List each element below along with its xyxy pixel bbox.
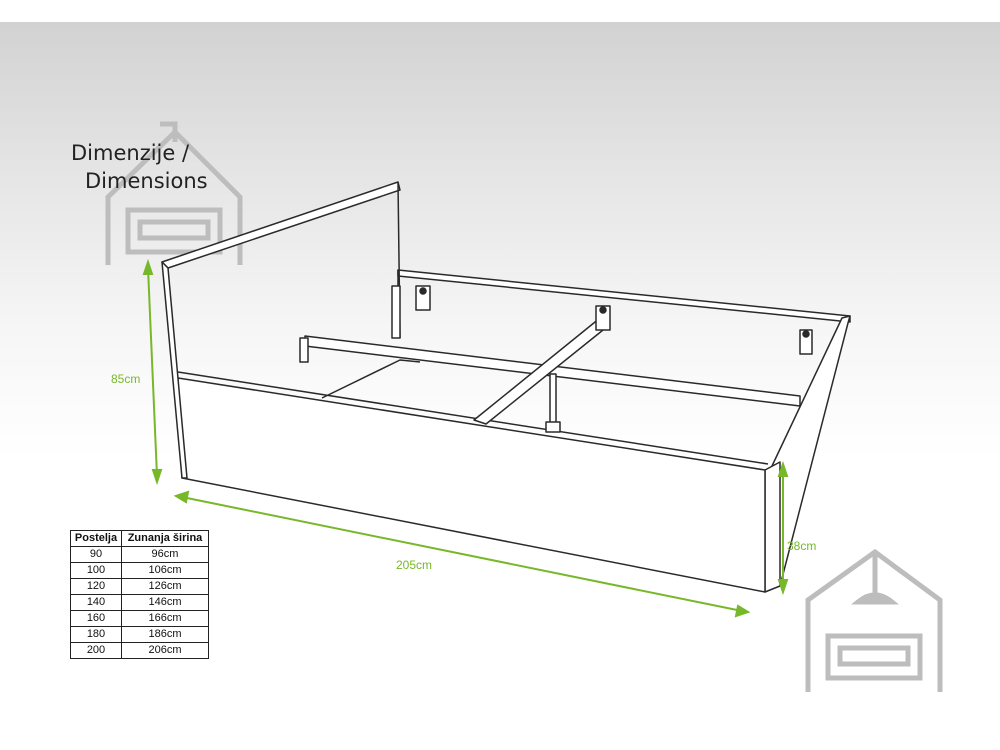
title-line-1: Dimenzije / (71, 141, 190, 165)
back-panel (397, 269, 851, 323)
bracket (299, 337, 309, 363)
dimension-label-side-height: 38cm (787, 539, 817, 553)
headboard-face (161, 261, 188, 479)
table-row: 180 186cm (70, 626, 209, 643)
table-header-cell: Postelja (70, 530, 122, 547)
table-cell: 160 (70, 610, 122, 627)
page-title: Dimenzije / Dimensions (71, 139, 208, 195)
table-cell: 120 (70, 578, 122, 595)
title-line-2: Dimensions (85, 169, 208, 193)
dimension-label-length: 205cm (396, 558, 433, 572)
table-header-row: Postelja Zunanja širina (70, 530, 209, 547)
dimension-lines (142, 258, 789, 618)
table-cell: 106cm (121, 562, 209, 579)
table-row: 90 96cm (70, 546, 209, 563)
table-cell: 180 (70, 626, 122, 643)
table-cell: 96cm (121, 546, 209, 563)
dimension-label-height: 85cm (111, 372, 141, 386)
table-row: 140 146cm (70, 594, 209, 611)
table-cell: 166cm (121, 610, 209, 627)
table-header-cell: Zunanja širina (121, 530, 209, 547)
bracket (391, 285, 401, 339)
table-cell: 186cm (121, 626, 209, 643)
table-row: 100 106cm (70, 562, 209, 579)
right-end-face (764, 461, 781, 593)
bed-outline (161, 181, 851, 593)
house-sofa-icon (105, 121, 243, 265)
table-row: 160 166cm (70, 610, 209, 627)
front-rail (177, 377, 766, 593)
table-cell: 140 (70, 594, 122, 611)
center-leg (549, 373, 557, 425)
table-cell: 90 (70, 546, 122, 563)
table-row: 200 206cm (70, 642, 209, 659)
table-row: 120 126cm (70, 578, 209, 595)
table-cell: 146cm (121, 594, 209, 611)
table-cell: 100 (70, 562, 122, 579)
size-table: Postelja Zunanja širina 90 96cm 100 106c… (70, 530, 209, 659)
bracket (595, 305, 611, 331)
table-cell: 200 (70, 642, 122, 659)
table-cell: 126cm (121, 578, 209, 595)
table-cell: 206cm (121, 642, 209, 659)
house-sofa-icon (805, 548, 943, 692)
